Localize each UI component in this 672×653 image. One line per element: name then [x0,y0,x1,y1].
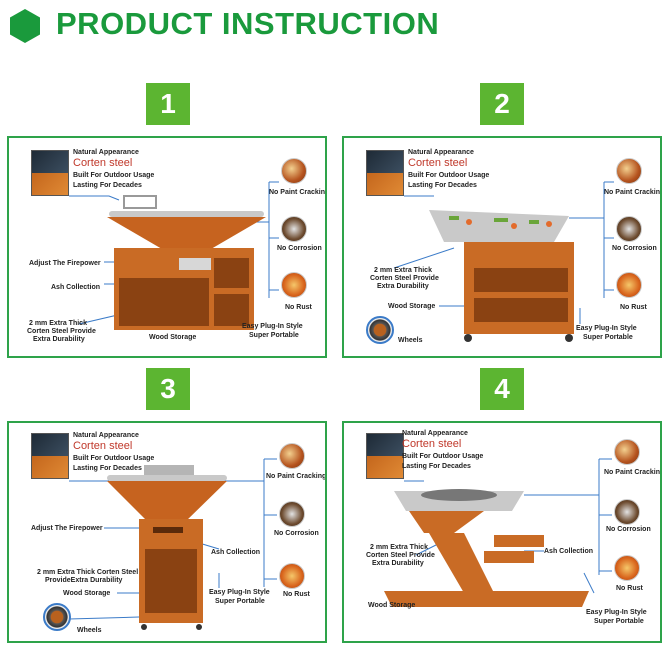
natural-label: Natural Appearance [73,432,139,439]
page-header: PRODUCT INSTRUCTION [0,0,672,52]
no-corrosion-label: No Corrosion [612,245,657,252]
lasting-label: Lasting For Decades [73,182,142,189]
no-paint-icon [616,158,642,184]
panel-2-illustration [393,181,614,342]
panel-4-illustration [384,458,612,607]
no-paint-label: No Paint Cracking [269,189,327,196]
no-rust-label: No Rust [283,591,310,598]
corten-swatch [31,433,69,479]
thick-label-3: Extra Durability [372,560,424,567]
step-badge-1: 1 [146,83,190,125]
corten-swatch [366,150,404,196]
no-paint-label: No Paint Cracking [604,189,662,196]
no-paint-icon [281,158,307,184]
thick-label-2: ProvideExtra Durability [45,577,123,584]
wheels-label: Wheels [398,337,423,344]
panel-1: Natural Appearance Corten steel Built Fo… [7,136,327,358]
corten-swatch [366,433,404,479]
no-rust-icon [279,563,305,589]
wood-storage-label: Wood Storage [63,590,111,597]
easy-label-2: Super Portable [594,618,644,625]
wheel-zoom-icon [366,316,394,344]
page-title: PRODUCT INSTRUCTION [56,6,440,41]
no-corrosion-icon [281,216,307,242]
no-corrosion-icon [279,501,305,527]
no-rust-label: No Rust [620,304,647,311]
lasting-label: Lasting For Decades [402,463,471,470]
outdoor-label: Built For Outdoor Usage [408,172,490,179]
wood-storage-label: Wood Storage [149,334,197,341]
lasting-label: Lasting For Decades [73,465,142,472]
ash-label: Ash Collection [51,284,101,291]
no-corrosion-icon [616,216,642,242]
natural-label: Natural Appearance [408,149,474,156]
outdoor-label: Built For Outdoor Usage [73,455,155,462]
step-badge-3: 3 [146,368,190,410]
thick-label-1: 2 mm Extra Thick [370,544,428,551]
corten-label: Corten steel [73,157,133,169]
panel-4: Natural Appearance Corten steel Built Fo… [342,421,662,643]
ash-label: Ash Collection [544,548,594,555]
no-paint-label: No Paint Cracking [266,473,327,480]
outdoor-label: Built For Outdoor Usage [402,453,484,460]
outdoor-label: Built For Outdoor Usage [73,172,155,179]
wood-storage-label: Wood Storage [388,303,436,310]
panel-1-illustration [69,181,279,330]
wood-storage-label: Wood Storage [368,602,416,609]
thick-label-2: Corten Steel Provide [366,552,435,559]
easy-label-2: Super Portable [583,334,633,341]
no-rust-label: No Rust [616,585,643,592]
no-rust-icon [616,272,642,298]
corten-label: Corten steel [73,440,133,452]
no-corrosion-label: No Corrosion [274,530,319,537]
no-paint-icon [614,439,640,465]
firepower-label: Adjust The Firepower [31,525,103,532]
panel-3-illustration [68,458,277,630]
thick-label-1: 2 mm Extra Thick [374,267,432,274]
easy-label-2: Super Portable [215,598,265,605]
wheels-label: Wheels [77,627,102,634]
wheel-zoom-icon [43,603,71,631]
natural-label: Natural Appearance [402,430,468,437]
easy-label-1: Easy Plug-In Style [242,323,303,330]
firepower-label: Adjust The Firepower [29,260,101,267]
step-badge-2: 2 [480,83,524,125]
no-paint-label: No Paint Cracking [604,469,662,476]
easy-label-2: Super Portable [249,332,299,339]
thick-label-3: Extra Durability [33,336,85,343]
no-corrosion-label: No Corrosion [277,245,322,252]
hexagon-icon [10,9,40,43]
thick-label-1: 2 mm Extra Thick Corten Steel [37,569,139,576]
corten-label: Corten steel [408,157,468,169]
no-rust-label: No Rust [285,304,312,311]
natural-label: Natural Appearance [73,149,139,156]
panel-2: Natural Appearance Corten steel Built Fo… [342,136,662,358]
no-corrosion-icon [614,499,640,525]
no-rust-icon [281,272,307,298]
no-corrosion-label: No Corrosion [606,526,651,533]
thick-label-2: Corten Steel Provide [27,328,96,335]
no-paint-icon [279,443,305,469]
easy-label-1: Easy Plug-In Style [576,325,637,332]
easy-label-1: Easy Plug-In Style [586,609,647,616]
no-rust-icon [614,555,640,581]
thick-label-2: Corten Steel Provide [370,275,439,282]
ash-label: Ash Collection [211,549,261,556]
thick-label-1: 2 mm Extra Thick [29,320,87,327]
corten-label: Corten steel [402,438,462,450]
thick-label-3: Extra Durability [377,283,429,290]
easy-label-1: Easy Plug-In Style [209,589,270,596]
step-badge-4: 4 [480,368,524,410]
panel-3: Natural Appearance Corten steel Built Fo… [7,421,327,643]
corten-swatch [31,150,69,196]
lasting-label: Lasting For Decades [408,182,477,189]
